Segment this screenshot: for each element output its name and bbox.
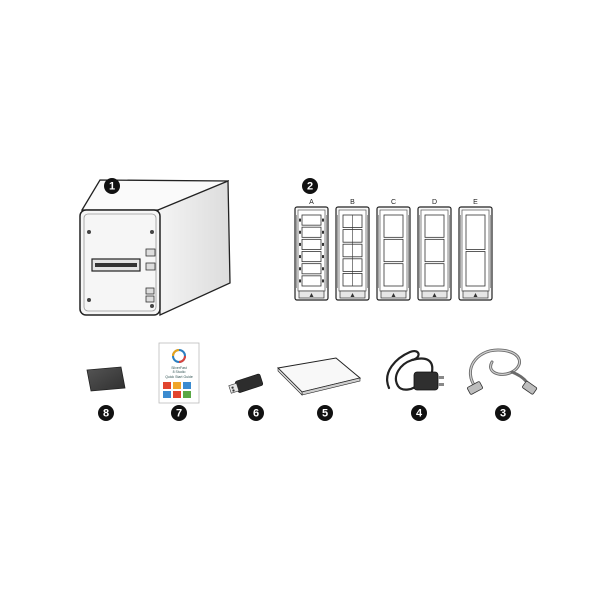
holder-label: A — [309, 199, 314, 206]
svg-text:3: 3 — [500, 408, 506, 420]
svg-text:8: 8 — [103, 408, 109, 420]
svg-text:Quick Start Guide: Quick Start Guide — [165, 375, 193, 379]
film-holder: D — [417, 199, 452, 301]
item-number-badge: 3 — [495, 405, 511, 421]
item-number-badge: 2 — [302, 178, 318, 194]
item-number-badge: 4 — [411, 405, 427, 421]
film-holder: B — [335, 199, 370, 301]
software-card-icon: SilverFast 8 Studio Quick Start Guide — [158, 342, 200, 404]
svg-text:6: 6 — [253, 408, 259, 420]
quick-guide-icon — [276, 357, 362, 396]
item-number-badge: 1 — [104, 178, 120, 194]
power-adapter-icon — [386, 350, 444, 391]
holder-label: B — [350, 199, 355, 206]
svg-text:4: 4 — [416, 408, 423, 420]
svg-text:SilverFast: SilverFast — [171, 366, 187, 370]
holder-label: D — [432, 199, 437, 206]
film-holder: C — [376, 199, 411, 301]
scanner-icon — [79, 179, 231, 317]
holder-label: E — [473, 199, 478, 206]
film-holder: A — [294, 199, 329, 301]
item-number-badge: 5 — [317, 405, 333, 421]
item-number-badge: 6 — [248, 405, 264, 421]
film-holder: E — [458, 199, 493, 301]
item-number-badge: 8 — [98, 405, 114, 421]
film-holder-icon: A B C D E — [294, 199, 493, 301]
usb-drive-icon — [228, 373, 264, 394]
item-number-badge: 7 — [171, 405, 187, 421]
cleaning-cloth-icon — [86, 366, 126, 392]
svg-text:2: 2 — [307, 181, 313, 193]
usb-cable-icon — [467, 348, 538, 395]
svg-text:1: 1 — [109, 181, 115, 193]
svg-text:8 Studio: 8 Studio — [173, 370, 186, 374]
svg-text:7: 7 — [176, 408, 182, 420]
holder-label: C — [391, 199, 396, 206]
svg-text:5: 5 — [322, 408, 328, 420]
